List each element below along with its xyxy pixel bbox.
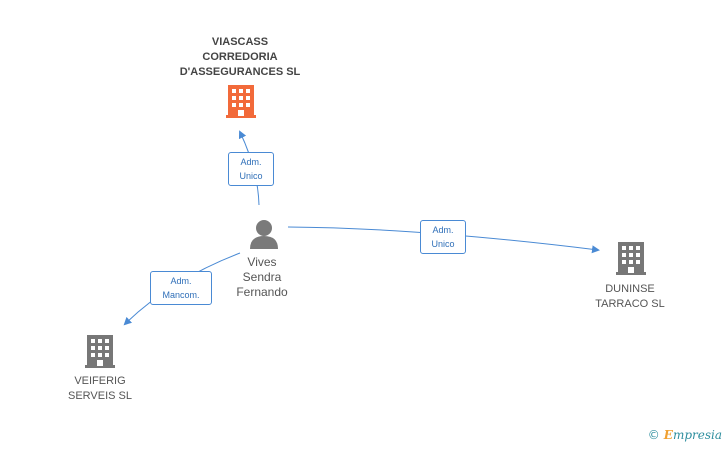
building-icon-veiferig[interactable] (85, 335, 115, 368)
main-company-line: CORREDORIA (202, 51, 278, 63)
brand-e: E (663, 428, 673, 442)
person-icon[interactable] (250, 220, 278, 249)
role-text: Adm. (170, 276, 192, 286)
role-box-to-duninse[interactable]: Adm. Unico (420, 220, 466, 254)
role-box-to-main[interactable]: Adm. Unico (228, 152, 274, 186)
duninse-line: DUNINSE (605, 283, 655, 295)
person-name-line: Sendra (242, 270, 282, 284)
duninse-line: TARRACO SL (595, 298, 665, 310)
role-text: Mancom. (162, 290, 200, 300)
role-text: Adm. (432, 225, 454, 235)
duninse-label[interactable]: DUNINSE TARRACO SL (580, 282, 680, 312)
person-label[interactable]: Vives Sendra Fernando (222, 255, 302, 300)
building-icon-duninse[interactable] (616, 242, 646, 275)
veiferig-line: VEIFERIG (74, 375, 126, 387)
building-icon-main[interactable] (226, 85, 256, 118)
main-company-label[interactable]: VIASCASS CORREDORIA D'ASSEGURANCES SL (160, 35, 320, 80)
veiferig-line: SERVEIS SL (68, 390, 132, 402)
main-company-line: D'ASSEGURANCES SL (179, 66, 301, 78)
role-text: Unico (239, 171, 263, 181)
person-name-line: Vives (247, 255, 277, 269)
brand-logo: ©Empresia (648, 428, 722, 442)
person-name-line: Fernando (236, 285, 288, 299)
role-box-to-veiferig[interactable]: Adm. Mancom. (150, 271, 212, 305)
role-text: Adm. (240, 157, 262, 167)
veiferig-label[interactable]: VEIFERIG SERVEIS SL (50, 374, 150, 404)
brand-text: mpresia (672, 428, 722, 442)
copyright-icon: © (647, 428, 660, 442)
role-text: Unico (431, 239, 455, 249)
main-company-line: VIASCASS (211, 36, 269, 48)
